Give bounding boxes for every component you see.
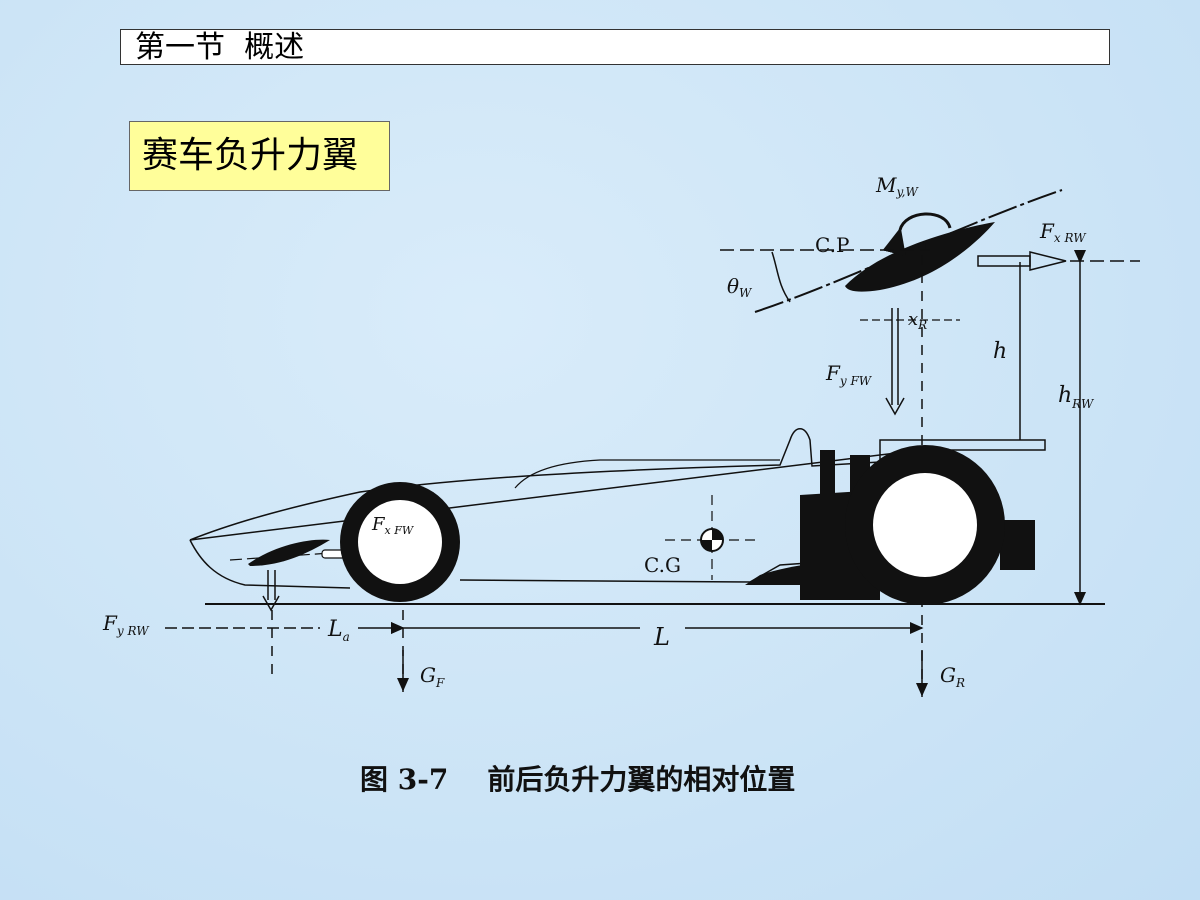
label-fx-fw: Fx FW <box>371 514 415 537</box>
label-cp: C.P <box>815 233 849 257</box>
theta-angle-arc <box>771 251 791 303</box>
fy-fw-arrow <box>885 308 905 416</box>
section-header: 第一节 概述 <box>120 29 1110 65</box>
moment-arrow <box>882 212 952 257</box>
label-fy-fw: Fy FW <box>825 361 873 388</box>
topic-label: 赛车负升力翼 <box>142 135 359 176</box>
label-fy-rw: Fy RW <box>102 611 150 638</box>
fy-front-arrow <box>262 570 280 612</box>
label-theta: θW <box>727 274 753 300</box>
fx-rw-arrow <box>977 251 1067 271</box>
label-xr: xR <box>908 309 927 332</box>
figure-caption: 图 3-7 前后负升力翼的相对位置 <box>360 763 796 796</box>
label-h: h <box>993 339 1007 364</box>
topic-label-box: 赛车负升力翼 <box>129 121 390 191</box>
front-wheel <box>340 482 460 602</box>
label-gr: GR <box>940 663 965 690</box>
label-la: La <box>327 617 350 644</box>
label-l: L <box>653 623 670 651</box>
label-moment: My,W <box>875 173 919 199</box>
label-cg: C.G <box>644 553 681 577</box>
rear-wheel <box>845 445 1005 605</box>
cg-symbol <box>665 495 760 580</box>
label-h-rw: hRW <box>1058 383 1095 411</box>
section-title: 第一节 概述 <box>135 30 305 65</box>
rear-wing <box>754 189 1063 313</box>
label-fx-rw: Fx RW <box>1039 219 1087 245</box>
label-gf: GF <box>420 663 445 690</box>
